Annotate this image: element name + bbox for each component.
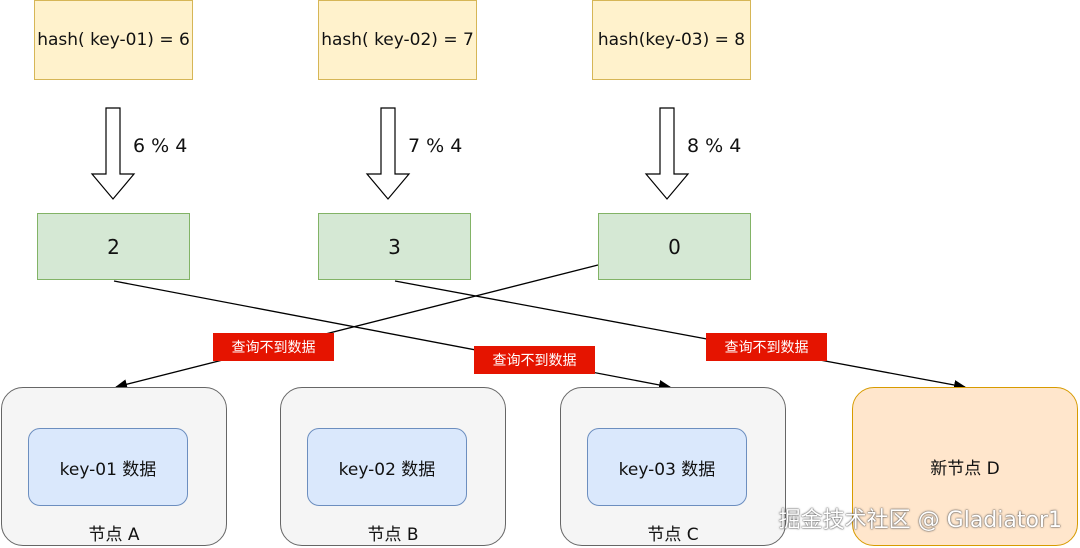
hollow-arrow-3: [644, 107, 690, 200]
hollow-arrow-2: [365, 107, 411, 200]
hash-box-key-01: hash( key-01) = 6: [34, 0, 193, 80]
node-c-label: 节点 C: [647, 525, 699, 545]
node-a-label: 节点 A: [88, 525, 140, 545]
hash-box-key-03: hash(key-03) = 8: [592, 0, 751, 80]
result-box-1: 2: [37, 213, 190, 280]
new-node-d: 新节点 D: [852, 387, 1078, 546]
node-b-label: 节点 B: [367, 525, 419, 545]
edge-label-query-miss-3: 查询不到数据: [706, 333, 827, 361]
edge-label-query-miss-1: 查询不到数据: [213, 333, 334, 361]
hollow-arrow-1: [90, 107, 136, 200]
mod-label-1: 6 % 4: [133, 135, 188, 157]
node-a-data: key-01 数据: [28, 428, 188, 506]
node-b-data: key-02 数据: [307, 428, 467, 506]
result-box-3: 0: [598, 213, 751, 280]
edge-0-to-node-a: [115, 264, 599, 390]
edge-3-to-node-d: [394, 280, 966, 390]
hash-box-key-02: hash( key-02) = 7: [318, 0, 477, 80]
mod-label-3: 8 % 4: [687, 135, 742, 157]
node-b: key-02 数据 节点 B: [280, 387, 506, 546]
node-c-data: key-03 数据: [587, 428, 747, 506]
edge-label-query-miss-2: 查询不到数据: [474, 346, 595, 374]
mod-label-2: 7 % 4: [408, 135, 463, 157]
node-c: key-03 数据 节点 C: [560, 387, 786, 546]
watermark: 掘金技术社区 @ Gladiator1: [778, 508, 1062, 533]
node-a: key-01 数据 节点 A: [1, 387, 227, 546]
result-box-2: 3: [318, 213, 471, 280]
